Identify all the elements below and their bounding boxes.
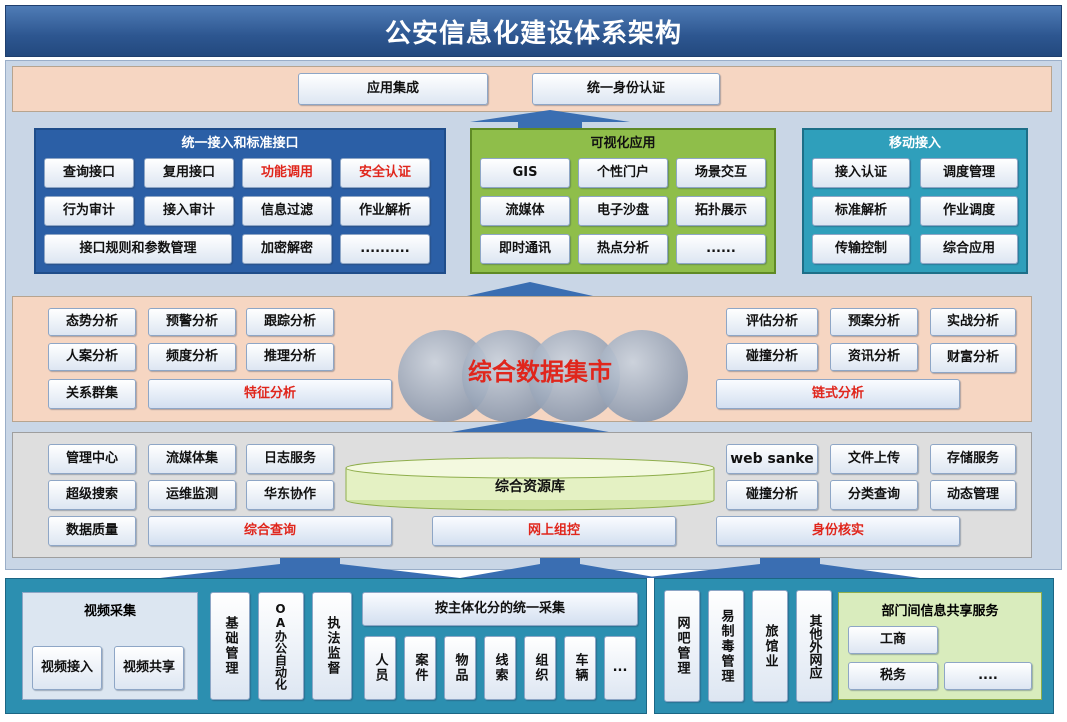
analysis-item[interactable]: 财富分析 <box>930 343 1016 373</box>
visual-panel-title: 可视化应用 <box>590 135 656 151</box>
comprehensive-query-bar[interactable]: 综合查询 <box>148 516 392 546</box>
analysis-item[interactable]: 实战分析 <box>930 308 1016 336</box>
visual-item[interactable]: GIS <box>480 158 570 188</box>
chain-analysis-bar[interactable]: 链式分析 <box>716 379 960 409</box>
interface-item[interactable]: 安全认证 <box>340 158 430 188</box>
video-item[interactable]: 视频接入 <box>32 646 102 690</box>
analysis-item[interactable]: 预案分析 <box>830 308 918 336</box>
resource-item[interactable]: 分类查询 <box>830 480 918 510</box>
analysis-item[interactable]: 关系群集 <box>48 379 136 409</box>
data-mart-circle <box>596 330 688 422</box>
resource-item[interactable]: 日志服务 <box>246 444 334 474</box>
interface-item[interactable]: 加密解密 <box>242 234 332 264</box>
visual-item[interactable]: 热点分析 <box>578 234 668 264</box>
resource-item[interactable]: 管理中心 <box>48 444 136 474</box>
interface-item[interactable]: 查询接口 <box>44 158 134 188</box>
resource-item[interactable]: 碰撞分析 <box>726 480 818 510</box>
external-system-item[interactable]: 其他外网应 <box>796 590 832 702</box>
unified-item[interactable]: 人员 <box>364 636 396 700</box>
visual-item[interactable]: 个性门户 <box>578 158 668 188</box>
unified-collection-title: 按主体化分的统一采集 <box>362 592 638 626</box>
resource-item[interactable]: 动态管理 <box>930 480 1016 510</box>
external-system-item[interactable]: 旅馆业 <box>752 590 788 702</box>
identity-verify-bar[interactable]: 身份核实 <box>716 516 960 546</box>
resource-item[interactable]: 华东协作 <box>246 480 334 510</box>
vertical-system-item[interactable]: 基础管理 <box>210 592 250 700</box>
visual-item[interactable]: 电子沙盘 <box>578 196 668 226</box>
interface-item[interactable]: 信息过滤 <box>242 196 332 226</box>
resource-item[interactable]: 存储服务 <box>930 444 1016 474</box>
up-arrow-icon <box>470 110 630 132</box>
unified-item[interactable]: 物品 <box>444 636 476 700</box>
feature-analysis-bar[interactable]: 特征分析 <box>148 379 392 409</box>
interface-item[interactable]: .......... <box>340 234 430 264</box>
analysis-item[interactable]: 人案分析 <box>48 343 136 371</box>
interface-item[interactable]: 功能调用 <box>242 158 332 188</box>
visual-item[interactable]: 场景交互 <box>676 158 766 188</box>
visual-item[interactable]: ...... <box>676 234 766 264</box>
data-mart-label: 综合数据集市 <box>468 358 612 386</box>
dept-sharing-title: 部门间信息共享服务 <box>881 603 999 619</box>
mobile-item[interactable]: 作业调度 <box>920 196 1018 226</box>
unified-item[interactable]: 案件 <box>404 636 436 700</box>
page-title: 公安信息化建设体系架构 <box>5 5 1062 57</box>
interface-item[interactable]: 作业解析 <box>340 196 430 226</box>
online-control-bar[interactable]: 网上组控 <box>432 516 676 546</box>
visual-item[interactable]: 拓扑展示 <box>676 196 766 226</box>
interface-item[interactable]: 行为审计 <box>44 196 134 226</box>
up-arrow-icon <box>160 558 920 578</box>
external-system-item[interactable]: 易制毒管理 <box>708 590 744 702</box>
mobile-panel-title: 移动接入 <box>888 135 941 151</box>
unified-identity-button[interactable]: 统一身份认证 <box>532 73 720 105</box>
interface-item[interactable]: 接入审计 <box>144 196 234 226</box>
visual-item[interactable]: 即时通讯 <box>480 234 570 264</box>
interface-item[interactable]: 复用接口 <box>144 158 234 188</box>
resource-item[interactable]: 流媒体集 <box>148 444 236 474</box>
mobile-item[interactable]: 传输控制 <box>812 234 910 264</box>
unified-item[interactable]: 线索 <box>484 636 516 700</box>
resource-item[interactable]: web sanke <box>726 444 818 474</box>
resource-item[interactable]: 文件上传 <box>830 444 918 474</box>
analysis-item[interactable]: 态势分析 <box>48 308 136 336</box>
mobile-item[interactable]: 接入认证 <box>812 158 910 188</box>
unified-item[interactable]: 车辆 <box>564 636 596 700</box>
external-system-item[interactable]: 网吧管理 <box>664 590 700 702</box>
resource-item[interactable]: 超级搜索 <box>48 480 136 510</box>
unified-item[interactable]: 组织 <box>524 636 556 700</box>
video-collection-title: 视频采集 <box>83 603 136 619</box>
analysis-item[interactable]: 碰撞分析 <box>726 343 818 371</box>
resource-database-label: 综合资源库 <box>495 479 565 495</box>
vertical-system-item[interactable]: 执法监督 <box>312 592 352 700</box>
interface-panel-title: 统一接入和标准接口 <box>181 135 299 151</box>
mobile-item[interactable]: 调度管理 <box>920 158 1018 188</box>
analysis-item[interactable]: 预警分析 <box>148 308 236 336</box>
interface-item[interactable]: 接口规则和参数管理 <box>44 234 232 264</box>
analysis-item[interactable]: 跟踪分析 <box>246 308 334 336</box>
dept-item[interactable]: .... <box>944 662 1032 690</box>
vertical-system-item[interactable]: OA办公自动化 <box>258 592 304 700</box>
dept-item[interactable]: 税务 <box>848 662 938 690</box>
analysis-item[interactable]: 评估分析 <box>726 308 818 336</box>
mobile-item[interactable]: 综合应用 <box>920 234 1018 264</box>
unified-item[interactable]: ... <box>604 636 636 700</box>
resource-database-icon <box>345 457 715 511</box>
analysis-item[interactable]: 推理分析 <box>246 343 334 371</box>
analysis-item[interactable]: 资讯分析 <box>830 343 918 371</box>
app-integration-button[interactable]: 应用集成 <box>298 73 488 105</box>
resource-item[interactable]: 数据质量 <box>48 516 136 546</box>
dept-item[interactable]: 工商 <box>848 626 938 654</box>
resource-item[interactable]: 运维监测 <box>148 480 236 510</box>
video-item[interactable]: 视频共享 <box>114 646 184 690</box>
analysis-item[interactable]: 频度分析 <box>148 343 236 371</box>
mobile-item[interactable]: 标准解析 <box>812 196 910 226</box>
visual-item[interactable]: 流媒体 <box>480 196 570 226</box>
